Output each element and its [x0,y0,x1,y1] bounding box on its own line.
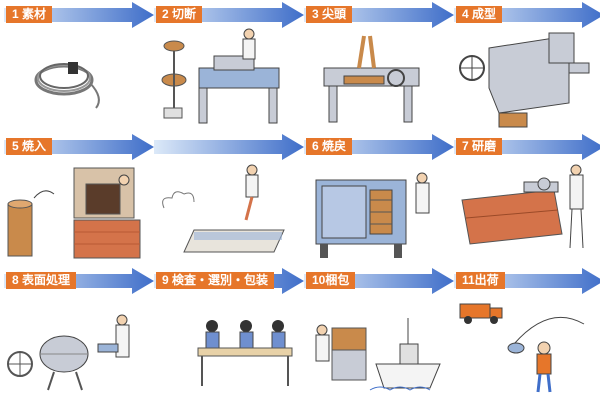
process-step-5: 5 焼入 [4,134,154,262]
packing-ship-icon [315,318,441,391]
step-label: 7 研磨 [456,138,503,155]
process-step-5b [154,134,304,262]
step-label: 4 成型 [456,6,503,23]
truck-angler-icon [459,303,585,393]
process-step-10: 10梱包 [304,268,454,396]
tempering-oven-icon [315,172,430,258]
process-step-3: 3 尖頭 [304,2,454,130]
polishing-machine-icon [461,164,584,249]
forming-machine-icon [459,32,590,128]
process-step-2: 2 切断 [154,2,304,130]
step-label: 1 素材 [6,6,53,23]
surface-treatment-drum-icon [7,314,130,391]
step-label: 11出荷 [456,272,505,289]
process-step-6: 6 焼戻 [304,134,454,262]
cutting-machine-icon [161,28,280,124]
inspection-workers-icon [197,320,293,386]
process-step-11: 11出荷 [454,268,600,396]
process-step-7: 7 研磨 [454,134,600,262]
step-label: 9 検査・選別・包装 [156,272,275,289]
step-label: 5 焼入 [6,138,53,155]
pointing-machine-icon [323,35,420,123]
step-label: 2 切断 [156,6,203,23]
process-step-9: 9 検査・選別・包装 [154,268,304,396]
quenching-furnace-icon [7,167,141,259]
wire-coil-icon [34,62,100,109]
process-step-1: 1 素材 [4,2,154,130]
quench-tank-icon [162,164,285,253]
process-step-8: 8 表面処理 [4,268,154,396]
step-label: 8 表面処理 [6,272,77,289]
flow-arrow-icon [154,134,304,160]
step-label: 10梱包 [306,272,356,289]
process-step-4: 4 成型 [454,2,600,130]
step-label: 6 焼戻 [306,138,353,155]
step-label: 3 尖頭 [306,6,353,23]
